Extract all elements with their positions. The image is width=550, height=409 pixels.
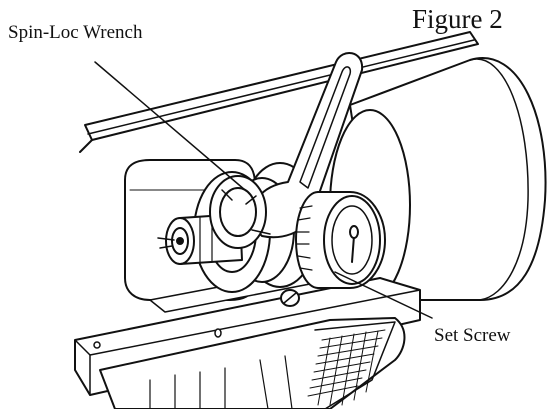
screw-leader-line bbox=[334, 271, 433, 319]
wrench-leader-line bbox=[94, 61, 246, 191]
spin-loc-wrench bbox=[209, 52, 364, 249]
figure-title: Figure 2 bbox=[412, 4, 503, 34]
spin-loc-wrench-label: Spin-Loc Wrench bbox=[8, 22, 143, 43]
lower-housing bbox=[99, 317, 406, 409]
set-screw-label: Set Screw bbox=[434, 325, 511, 346]
set-screw-knob bbox=[295, 191, 386, 289]
grille-pattern bbox=[307, 329, 386, 406]
leader-lines bbox=[94, 61, 433, 319]
